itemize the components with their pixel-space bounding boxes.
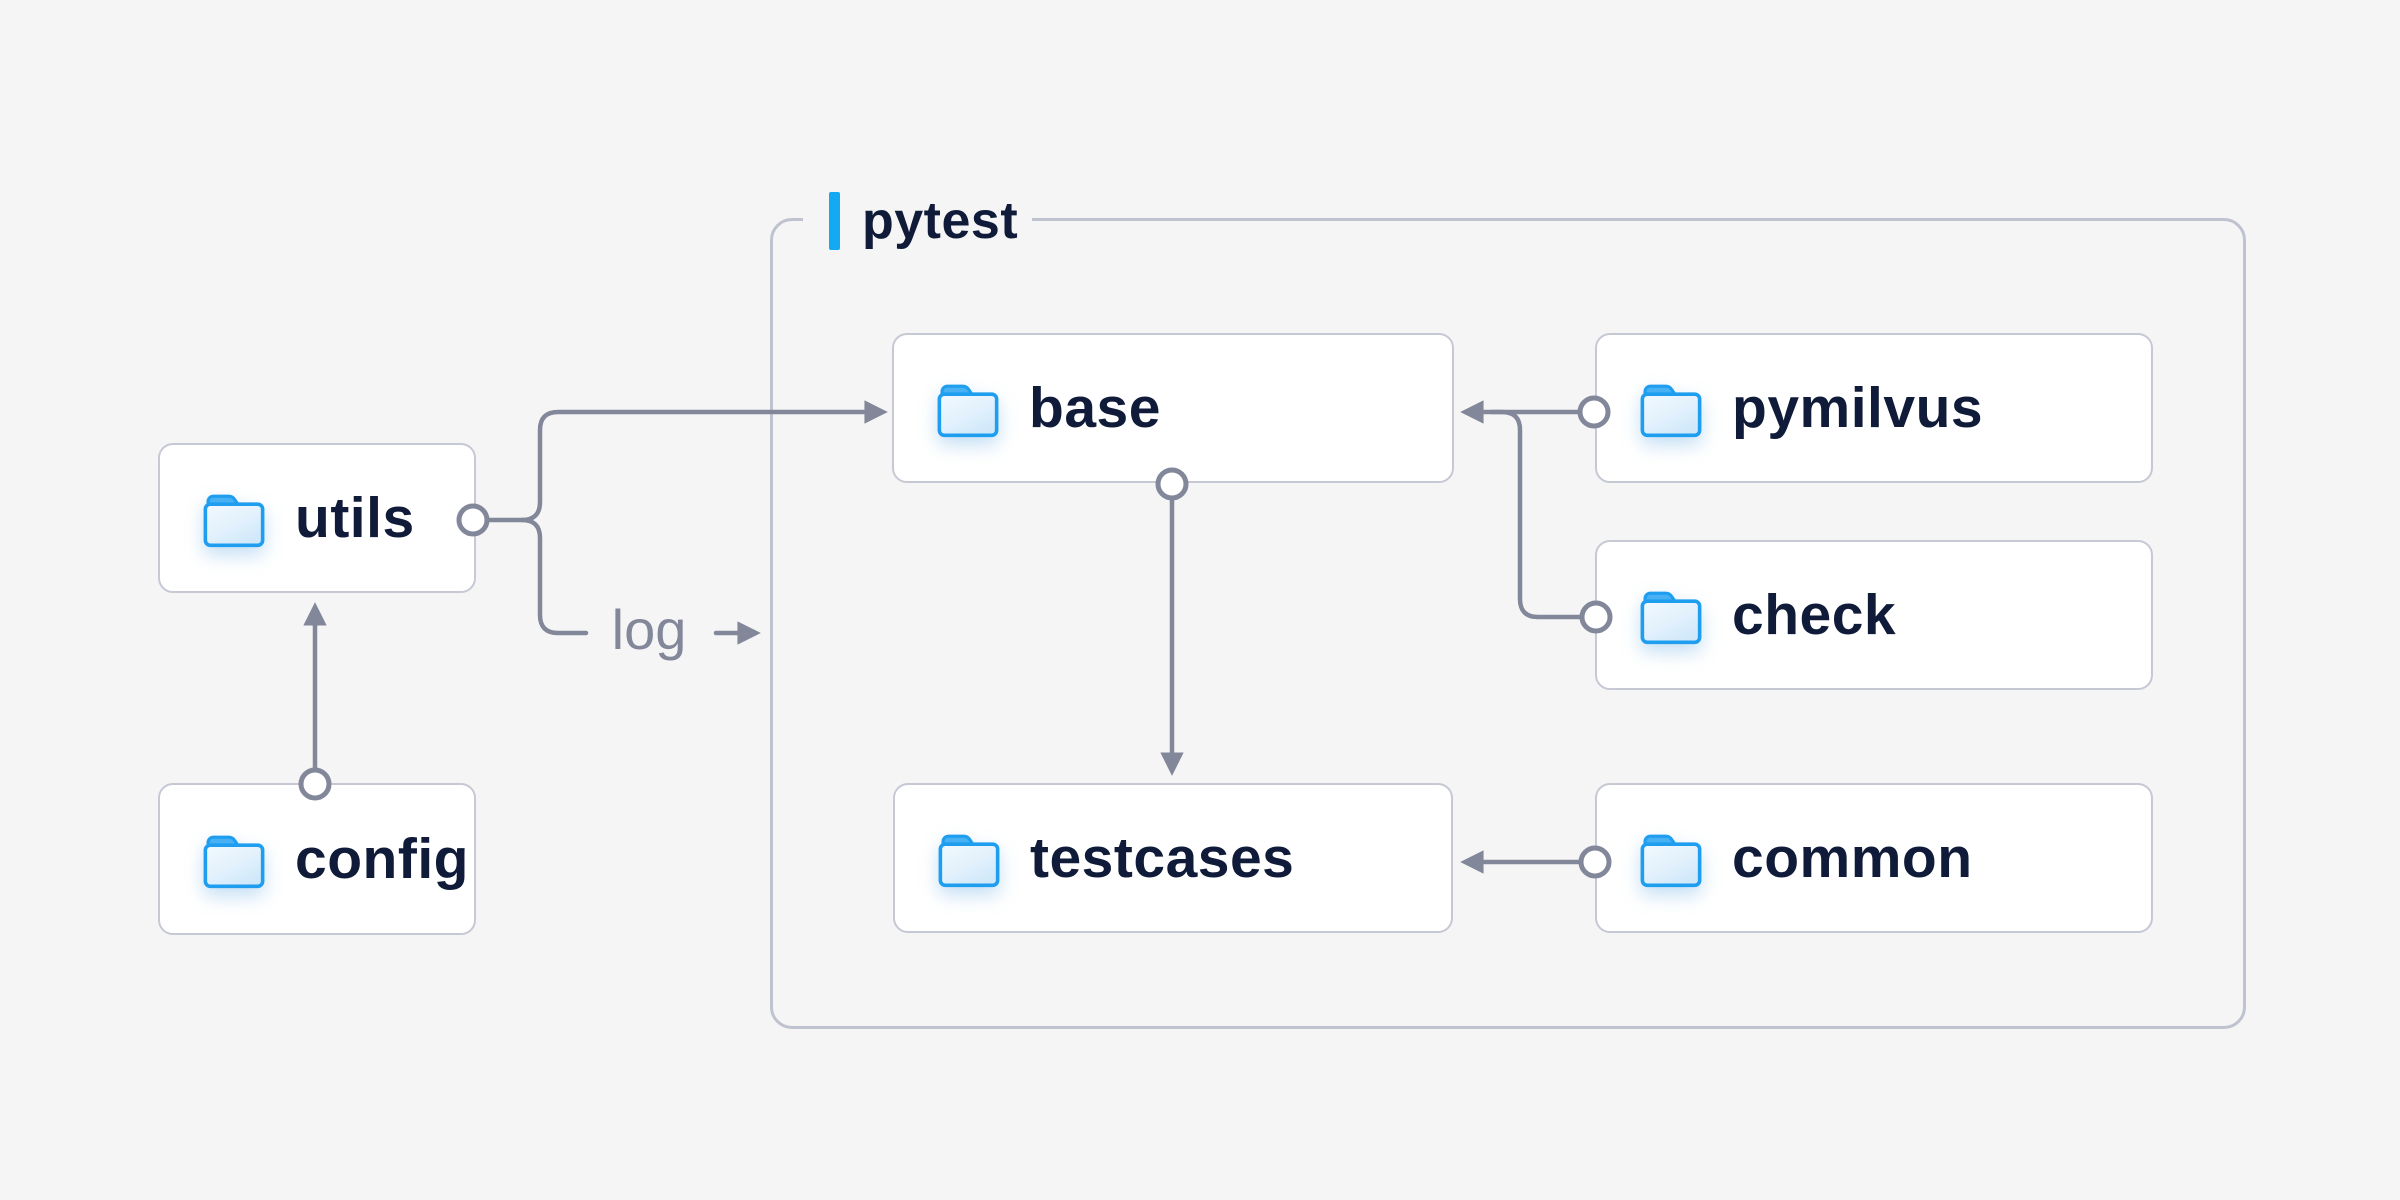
node-testcases: testcases: [893, 783, 1453, 933]
folder-icon: [938, 834, 1000, 887]
node-label: testcases: [1030, 826, 1295, 890]
node-label: base: [1029, 376, 1161, 440]
node-base: base: [892, 333, 1454, 483]
folder-icon: [937, 384, 999, 437]
node-label: common: [1732, 826, 1973, 890]
node-label: config: [295, 827, 469, 891]
group-title: pytest: [862, 192, 1019, 250]
edge-label-log: log: [611, 598, 687, 661]
pytest-group-label: pytest: [803, 189, 1033, 253]
node-label: pymilvus: [1732, 376, 1984, 440]
node-label: check: [1732, 583, 1897, 647]
folder-icon: [203, 835, 265, 888]
accent-bar: [829, 192, 840, 250]
folder-icon: [1640, 591, 1702, 644]
node-pymilvus: pymilvus: [1595, 333, 2153, 483]
pytest-group-frame: pytest: [770, 189, 2246, 1029]
node-check: check: [1595, 540, 2153, 690]
folder-icon: [1640, 834, 1702, 887]
folder-icon: [1640, 384, 1702, 437]
folder-icon: [203, 494, 265, 547]
node-config: config: [158, 783, 476, 935]
node-utils: utils: [158, 443, 476, 593]
edge-utils-to-log: [519, 517, 589, 636]
node-common: common: [1595, 783, 2153, 933]
node-label: utils: [295, 486, 415, 550]
